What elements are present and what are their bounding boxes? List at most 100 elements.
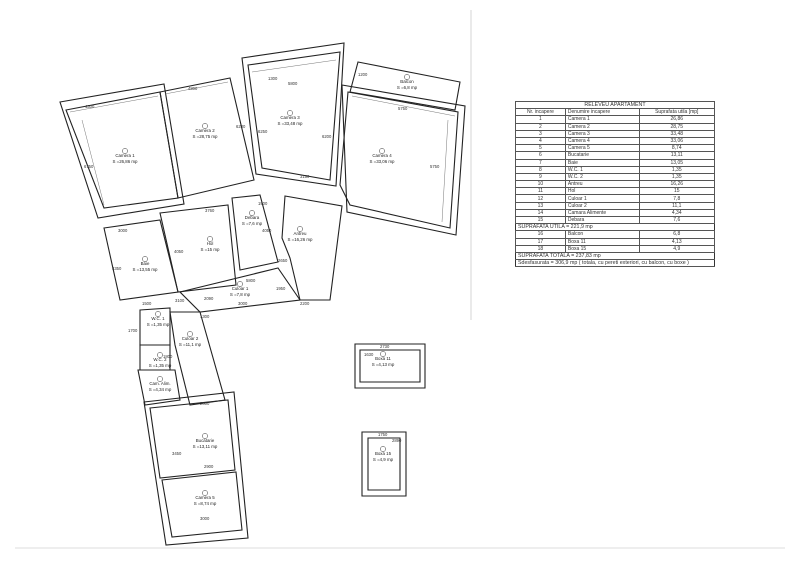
room-area: 4,9 (638, 244, 716, 253)
room-number: 14 (515, 208, 566, 218)
room-area: S =1,35 mp (149, 363, 172, 368)
room-label: Boxa 11S =4,13 mp (372, 351, 395, 367)
room-area: 4,34 (638, 208, 716, 218)
room-label: Camera 3S =33,48 mp (277, 110, 303, 126)
room-name: Camera 5 (195, 495, 215, 500)
dimension-label: 1500 (142, 301, 152, 306)
room-label: W.C. 1S =1,35 mp (147, 311, 170, 327)
room-name: Camara Alimente (564, 208, 640, 218)
camara-alim-walls (137, 369, 181, 406)
boxa-15-walls (367, 437, 401, 491)
room-name: W.C. 1 (564, 165, 640, 174)
room-label: Culoar 2S =11,1 mp (179, 331, 202, 347)
dimension-label: 5800 (288, 81, 298, 86)
antreu-walls (281, 195, 343, 301)
room-number: 18 (515, 244, 566, 253)
room-name: Boxa 15 (375, 451, 392, 456)
dimension-label: 3000 (238, 301, 248, 306)
room-name: Camera 3 (564, 129, 640, 138)
room-area: S =13,55 mp (132, 267, 158, 272)
dimension-label: 6250 (258, 129, 268, 134)
hol-walls (159, 204, 237, 293)
dimension-label: 3000 (118, 228, 128, 233)
balcon-walls (349, 61, 461, 111)
dimension-label: 5800 (246, 278, 256, 283)
room-name: Baie (564, 158, 640, 167)
dimension-lines (69, 59, 456, 223)
dimension-label: 3150 (300, 174, 310, 179)
dimension-label: 2090 (204, 296, 214, 301)
room-number-circle (142, 256, 148, 262)
dimension-label: 4050 (262, 228, 272, 233)
room-area: 26,86 (638, 115, 716, 124)
dimension-label: 3760 (205, 208, 215, 213)
dimension-label: 4350 (112, 266, 122, 271)
room-name: Culoar 2 (182, 336, 199, 341)
room-area: S =4,9 mp (373, 457, 394, 462)
header-nr: Nr. incapere (515, 108, 566, 117)
room-area: 15 (638, 187, 716, 196)
camera-3-walls (247, 51, 341, 181)
dimension-label: 6750 (84, 164, 94, 169)
room-number-circle (380, 351, 386, 357)
culoar-1-walls (178, 267, 301, 313)
camera-1-outer (59, 83, 185, 219)
camera-5-walls (161, 471, 243, 538)
room-area: 7,6 (638, 215, 716, 225)
room-label: Culoar 1S =7,8 mp (230, 281, 251, 297)
room-number-circle (249, 210, 255, 216)
room-number: 10 (515, 180, 566, 189)
dimension-label: 6200 (322, 134, 332, 139)
boxa-11-outer (354, 343, 426, 389)
room-number: 16 (515, 230, 566, 239)
table-title: RELEVEU APARTAMENT (515, 100, 715, 110)
dimension-label: 2650 (278, 258, 288, 263)
dimension-label: 2000 (200, 401, 210, 406)
room-number-circle (202, 433, 208, 439)
room-number-circle (237, 281, 243, 287)
dimension-label: 1800 (163, 354, 173, 359)
room-area: S =13,11 mp (193, 444, 218, 449)
dimension-label: 2730 (380, 344, 390, 349)
room-area: 1,35 (638, 172, 716, 182)
bucatarie-outer (143, 391, 249, 546)
room-name: Bucatarie (196, 438, 215, 443)
room-area: S =28,75 mp (192, 134, 218, 139)
room-name: Culoar 1 (232, 286, 249, 291)
boxa-11-walls (359, 349, 421, 383)
room-name: Bucatarie (564, 151, 640, 160)
room-area: S =7,6 mp (242, 221, 263, 226)
walls (59, 42, 466, 546)
dimension-label: 1950 (276, 286, 286, 291)
room-number: 3 (515, 129, 566, 138)
room-label: Boxa 15S =4,9 mp (373, 446, 394, 462)
room-area: 28,75 (638, 122, 716, 131)
room-name: Debara (564, 215, 640, 225)
room-area: S =26,86 mp (112, 159, 138, 164)
room-number: 2 (515, 122, 566, 131)
room-number-circle (155, 311, 161, 317)
suprafata-desfasurata: Sdesfasurata = 306,9 mp ( totala, cu per… (515, 259, 715, 268)
dimension-label: 3000 (200, 516, 210, 521)
room-area: 16,26 (638, 180, 716, 189)
room-number-circle (287, 110, 293, 116)
room-number-circle (122, 148, 128, 154)
bucatarie-walls (149, 399, 236, 479)
dimension-label: 2900 (204, 464, 214, 469)
camera-4-walls (339, 91, 459, 229)
room-number: 1 (515, 115, 566, 124)
room-name: Baie (141, 261, 150, 266)
